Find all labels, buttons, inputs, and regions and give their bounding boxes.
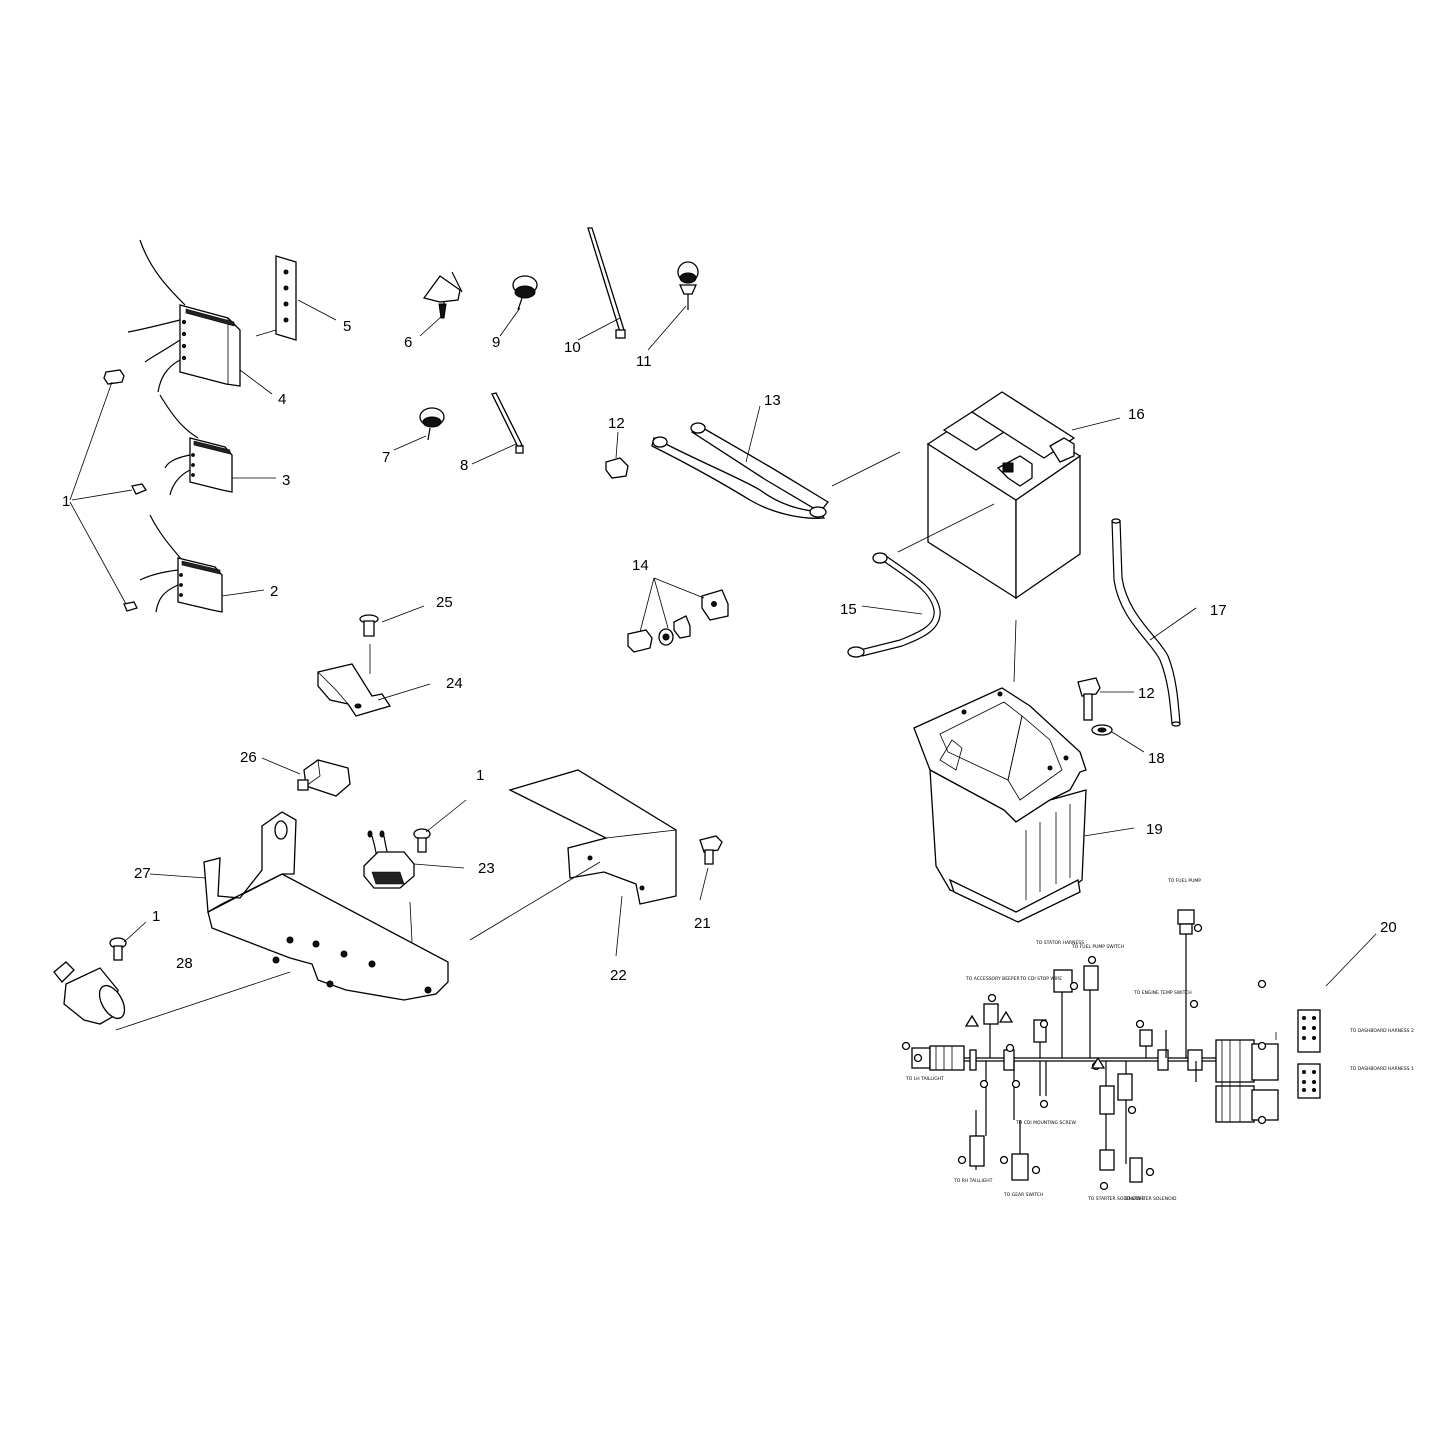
callout-24: 24 bbox=[446, 675, 463, 692]
hardware-14 bbox=[627, 577, 729, 653]
coil-28 bbox=[53, 961, 291, 1031]
cover-22 bbox=[469, 769, 677, 941]
callout-15: 15 bbox=[840, 601, 857, 618]
callout-1: 1 bbox=[62, 493, 70, 510]
callout-labels: 1 1 1 2 3 4 5 6 7 8 9 10 11 12 12 13 14 … bbox=[62, 318, 1397, 984]
label-fuel-pump-switch: TO FUEL PUMP SWITCH bbox=[1071, 944, 1124, 950]
label-dashboard-harness-2: TO DASHBOARD HARNESS 2 bbox=[1349, 1028, 1414, 1034]
label-gear-switch: TO GEAR SWITCH bbox=[1003, 1192, 1043, 1198]
callout-4: 4 bbox=[278, 391, 286, 408]
cable-tie-8 bbox=[491, 392, 524, 454]
washer-18 bbox=[1091, 724, 1113, 736]
label-rh-taillight: TO RH TAILLIGHT bbox=[953, 1178, 993, 1184]
wiring-harness-20: TO FUEL PUMP TO STATOR HARNESS TO FUEL P… bbox=[901, 878, 1414, 1202]
label-starter-solenoid-b: TO STARTER SOLENOID B bbox=[1087, 1196, 1145, 1202]
label-cdi-mounting-screw: TO CDI MOUNTING SCREW bbox=[1015, 1120, 1076, 1126]
label-stator-harness: TO STATOR HARNESS bbox=[1035, 940, 1084, 946]
label-starter-solenoid: TO STARTER SOLENOID bbox=[1123, 1196, 1177, 1202]
callout-7: 7 bbox=[382, 449, 390, 466]
battery-16 bbox=[831, 391, 1082, 600]
label-dashboard-harness-1: TO DASHBOARD HARNESS 1 bbox=[1349, 1066, 1414, 1072]
callout-20: 20 bbox=[1380, 919, 1397, 936]
label-lh-taillight: TO LH TAILLIGHT bbox=[905, 1076, 944, 1082]
callout-14: 14 bbox=[632, 557, 649, 574]
screw-1-middle bbox=[413, 828, 431, 853]
callout-28: 28 bbox=[176, 955, 193, 972]
clip-7 bbox=[419, 407, 445, 441]
callout-17: 17 bbox=[1210, 602, 1227, 619]
bolt-21 bbox=[699, 835, 723, 865]
clip-6 bbox=[422, 271, 463, 319]
bolt-12-lower bbox=[1077, 677, 1101, 721]
module-2 bbox=[139, 514, 223, 613]
callout-13: 13 bbox=[764, 392, 781, 409]
callout-16: 16 bbox=[1128, 406, 1145, 423]
callout-21: 21 bbox=[694, 915, 711, 932]
callout-2: 2 bbox=[270, 583, 278, 600]
callout-19: 19 bbox=[1146, 821, 1163, 838]
relay-26 bbox=[297, 759, 351, 797]
callout-12-upper: 12 bbox=[608, 415, 625, 432]
screw-1-lower bbox=[109, 937, 127, 961]
callout-3: 3 bbox=[282, 472, 290, 489]
battery-cable-15 bbox=[847, 552, 941, 658]
bolt-12-upper bbox=[605, 431, 629, 479]
callout-10: 10 bbox=[564, 339, 581, 356]
callout-1-lower: 1 bbox=[152, 908, 160, 925]
label-engine-temp-switch: TO ENGINE TEMP SWITCH bbox=[1133, 990, 1192, 996]
callout-1-middle: 1 bbox=[476, 767, 484, 784]
mounting-plate-27 bbox=[203, 811, 449, 1001]
callout-12-lower: 12 bbox=[1138, 685, 1155, 702]
vent-tube-17 bbox=[1111, 518, 1181, 727]
callout-23: 23 bbox=[478, 860, 495, 877]
callout-26: 26 bbox=[240, 749, 257, 766]
callout-9: 9 bbox=[492, 334, 500, 351]
clip-9 bbox=[512, 275, 538, 311]
label-accessory-beeper: TO ACCESSORY BEEPER bbox=[965, 976, 1020, 982]
callout-22: 22 bbox=[610, 967, 627, 984]
clip-11 bbox=[677, 261, 699, 310]
label-fuel-pump: TO FUEL PUMP bbox=[1167, 878, 1201, 884]
module-4 bbox=[127, 239, 241, 393]
solenoid-23 bbox=[363, 830, 415, 889]
bracket-24 bbox=[317, 663, 392, 717]
callout-11: 11 bbox=[636, 353, 652, 370]
bracket-strip-5 bbox=[255, 255, 297, 341]
callout-25: 25 bbox=[436, 594, 453, 611]
callout-5: 5 bbox=[343, 318, 351, 335]
callout-8: 8 bbox=[460, 457, 468, 474]
cable-tie-10 bbox=[587, 227, 626, 339]
screw-set-1 bbox=[69, 369, 147, 612]
bolt-25 bbox=[359, 614, 379, 674]
hold-down-strap-13 bbox=[651, 422, 829, 519]
module-3 bbox=[159, 394, 233, 496]
callout-27: 27 bbox=[134, 865, 151, 882]
callout-18: 18 bbox=[1148, 750, 1165, 767]
leader-lines bbox=[123, 299, 1377, 987]
battery-box-19 bbox=[913, 619, 1087, 923]
callout-6: 6 bbox=[404, 334, 412, 351]
label-cdi-stop-wire: TO CDI STOP WIRE bbox=[1019, 976, 1062, 982]
